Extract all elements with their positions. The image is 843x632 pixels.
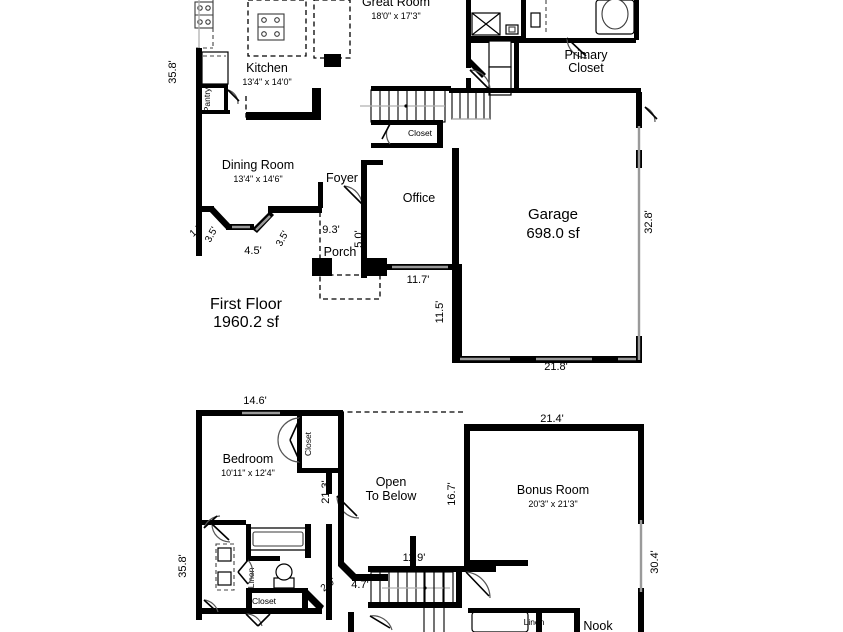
dim-label-9-3: 9.3' (322, 224, 339, 236)
foyer-label: Foyer (326, 171, 358, 185)
dim-label-21-3: 21.3' (320, 480, 332, 504)
bonus-room-left-wall (464, 424, 470, 560)
hall-door-arc (469, 69, 491, 91)
garage-area-label: 698.0 sf (526, 225, 580, 242)
dim-label-32-8: 32.8' (643, 210, 655, 234)
dining-window-angled (255, 215, 271, 231)
floor2-stairs: 11.9' (368, 536, 613, 632)
dim-label-35-8: 35.8' (167, 60, 179, 84)
bedroom-closet-label: Closet (303, 431, 313, 456)
bedroom-closet: Closet (277, 410, 343, 473)
dim-label-2-0: 2.0' (319, 576, 338, 594)
bonus-room-top-wall (464, 424, 644, 431)
closet-label-floor2: Closet (252, 596, 277, 606)
foyer-wall-stub (318, 182, 323, 208)
lower-door-arc (369, 615, 393, 631)
closet-label-floor1: Closet (408, 128, 433, 138)
bonus-room-door-arc (465, 571, 491, 599)
dim-label-35-8-floor2: 35.8' (177, 554, 189, 578)
porch-steps-dashed (319, 274, 381, 300)
bonus-room-label: Bonus Room (517, 483, 589, 497)
dim-label-21-4: 21.4' (540, 413, 564, 425)
dining-bay-wall (196, 182, 323, 233)
porch-column-left (312, 258, 332, 276)
bedroom-label: Bedroom (223, 452, 274, 466)
second-floor-group: 14.6' 35.8' Bedroom 10'11" x 12'4" Close… (177, 395, 661, 632)
linen-label-hall: Linen (524, 617, 545, 627)
primary-closet-label-2: Closet (568, 61, 604, 75)
primary-suite-fixtures: Primary Closet (449, 0, 641, 120)
dim-label-30-4: 30.4' (649, 550, 661, 574)
floor2-left-exterior-wall (196, 410, 202, 620)
hall-wall-lower (326, 524, 332, 620)
pantry-label: Pantry (202, 87, 212, 112)
office-label: Office (403, 191, 435, 205)
dining-room-dims: 13'4" x 14'6" (233, 174, 282, 184)
floor1-title-line1: First Floor (210, 296, 283, 313)
open-to-below-label-1: Open (376, 475, 407, 489)
great-room-label: Great Room (362, 0, 430, 9)
porch-column-right (367, 258, 387, 276)
vanity-dashed (215, 543, 235, 591)
primary-closet-label-1: Primary (564, 48, 608, 62)
floor2-bath-fixtures: Linen Closet (202, 515, 393, 632)
bath-door-arc (211, 523, 231, 543)
porch-label: Porch (324, 245, 357, 259)
primary-closet-door-arc (566, 37, 588, 59)
toilet-icon (530, 12, 541, 28)
floor1-title-line2: 1960.2 sf (213, 314, 279, 331)
dining-room-label: Dining Room (222, 158, 294, 172)
office-walls: 11.7' 11.5' (385, 150, 459, 323)
pantry-block: Pantry (201, 51, 240, 114)
dim-label-11-7: 11.7' (407, 274, 430, 286)
toilet-bowl-icon (275, 563, 293, 581)
garage-group: Garage 698.0 sf 21.8' 32.8' (452, 92, 658, 373)
bedroom-closet-door-arc (277, 417, 301, 463)
closet-shelving-upper (488, 40, 512, 68)
linen-door-arc (247, 559, 254, 585)
dimension-35-8-floor1: 35.8' (167, 60, 179, 84)
kitchen-wall-stub (312, 88, 321, 120)
open-to-below-wall (338, 412, 344, 562)
kitchen-island-dashed (247, 0, 307, 57)
closet-shelf-box (201, 51, 229, 85)
bonus-room-right-wall-upper (638, 424, 644, 524)
foyer-office-wall (361, 160, 367, 278)
linen-shelf-icon (471, 611, 529, 632)
dim-label-14-6: 14.6' (243, 395, 267, 407)
linen-label-floor2: Linen (246, 567, 256, 588)
nook-label: Nook (583, 619, 613, 632)
kitchen-dims: 13'4" x 14'0" (242, 77, 291, 87)
kitchen-post (324, 54, 341, 67)
kitchen-label: Kitchen (246, 61, 288, 75)
dim-label-3-5b: 3.5' (274, 229, 291, 248)
sink-icon-2 (217, 571, 232, 586)
kitchen-counter-dashed (313, 0, 351, 59)
great-room-dims: 18'0" x 17'3" (371, 11, 420, 21)
garage-label: Garage (528, 206, 578, 223)
dim-label-4-7: 4.7' (351, 579, 368, 591)
front-door-leaf (343, 185, 364, 206)
open-to-below-label-2: To Below (366, 489, 418, 503)
bedroom-dims: 10'11" x 12'4" (221, 468, 275, 478)
sink-icon-1 (217, 547, 232, 562)
dim-label-21-8: 21.8' (544, 361, 568, 373)
floor1-left-exterior-wall (196, 0, 202, 256)
hall-wall-upper (326, 470, 332, 494)
floor1-stairs: Closet (360, 86, 451, 148)
dim-label-11-5: 11.5' (434, 301, 446, 324)
first-floor-group: Pantry 35.8' Kitchen 13'4" x 14'0" Great… (167, 0, 658, 373)
porch-structure (312, 160, 387, 300)
pantry-door-leaf (227, 89, 240, 102)
dim-label-16-7: 16.7' (446, 482, 458, 506)
dim-label-4-5: 4.5' (244, 245, 261, 257)
bonus-room-right-wall-lower (638, 588, 644, 632)
closet-door-arc-floor2 (245, 613, 263, 627)
bonus-room-dims: 20'3" x 21'3" (528, 499, 577, 509)
